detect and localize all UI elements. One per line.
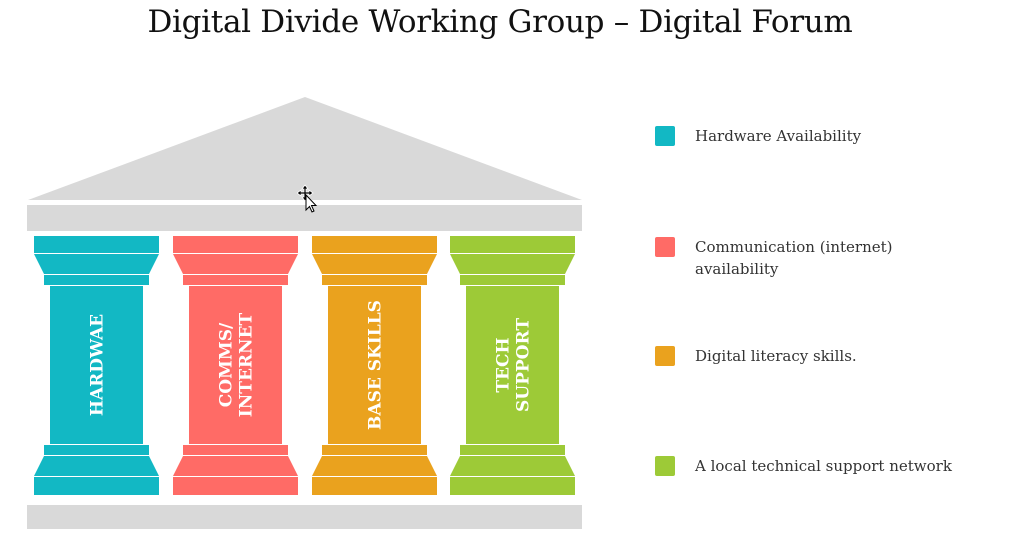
pillar-label: BASE SKILLS xyxy=(366,300,386,430)
pillar-label-line: SUPPORT xyxy=(514,318,534,412)
pillar-label: HARDWAE xyxy=(88,314,108,416)
temple-architrave xyxy=(27,205,582,231)
pillar-capital-top xyxy=(450,236,575,253)
pillar-capital-flare xyxy=(312,254,437,274)
pillar-shaft xyxy=(328,286,421,444)
pillar-neck-top xyxy=(460,275,565,285)
pillar-neck-bottom xyxy=(322,445,427,455)
legend-label: Communication (internet) availability xyxy=(695,238,893,278)
legend-label: A local technical support network xyxy=(695,457,952,475)
pillar-plinth xyxy=(450,477,575,495)
pillar-capital-flare xyxy=(34,254,159,274)
pillar-capital-flare xyxy=(173,254,298,274)
pillar-neck-top xyxy=(322,275,427,285)
pillar-capital-flare xyxy=(450,254,575,274)
pillars-group: HARDWAE COMMS/INTERNET BASE SKILLS TECHSUPP… xyxy=(34,236,575,495)
pillar-capital-top xyxy=(173,236,298,253)
pillar-neck-top xyxy=(183,275,288,285)
temple-base xyxy=(27,505,582,529)
pillar-label-line: TECH xyxy=(494,337,514,392)
legend-label: Digital literacy skills. xyxy=(695,347,857,365)
pillar-base-flare xyxy=(450,456,575,476)
pillar-label-line: BASE SKILLS xyxy=(366,300,386,430)
pillar-base-flare xyxy=(34,456,159,476)
pillar-tech-support: TECHSUPPORT xyxy=(450,236,575,495)
legend-item-support: A local technical support network xyxy=(655,455,965,477)
pillar-capital-top xyxy=(34,236,159,253)
legend-swatch xyxy=(655,126,675,146)
legend-item-hardware: Hardware Availability xyxy=(655,125,965,147)
pillar-base-flare xyxy=(173,456,298,476)
pillar-plinth xyxy=(312,477,437,495)
page-title: Digital Divide Working Group – Digital F… xyxy=(147,4,853,40)
pillar-neck-top xyxy=(44,275,149,285)
pillar-base-flare xyxy=(312,456,437,476)
pillar-label-line: COMMS/ xyxy=(217,322,237,407)
pillar-base-skills: BASE SKILLS xyxy=(312,236,437,495)
pillar-label-line: INTERNET xyxy=(237,312,257,417)
pillar-shaft xyxy=(50,286,143,444)
pillar-neck-bottom xyxy=(183,445,288,455)
legend-swatch xyxy=(655,346,675,366)
pillar-shaft xyxy=(189,286,282,444)
pillar-comms-internet: COMMS/INTERNET xyxy=(173,236,298,495)
legend-swatch xyxy=(655,456,675,476)
pillar-plinth xyxy=(173,477,298,495)
temple-roof xyxy=(28,97,582,200)
pillar-neck-bottom xyxy=(44,445,149,455)
pillar-label: TECHSUPPORT xyxy=(494,318,534,412)
legend-item-internet: Communication (internet) availability xyxy=(655,236,915,280)
move-cursor-icon xyxy=(297,184,318,213)
pillar-capital-top xyxy=(312,236,437,253)
pillar-label-line: HARDWAE xyxy=(88,314,108,416)
temple-diagram: HARDWAE COMMS/INTERNET BASE SKILLS TECHSUPP… xyxy=(27,97,582,529)
pillar-shaft xyxy=(466,286,559,444)
pillar-hardware: HARDWAE xyxy=(34,236,159,495)
pillar-plinth xyxy=(34,477,159,495)
pillar-neck-bottom xyxy=(460,445,565,455)
legend-swatch xyxy=(655,237,675,257)
legend-label: Hardware Availability xyxy=(695,127,862,145)
legend-item-skills: Digital literacy skills. xyxy=(655,345,965,367)
pillar-label: COMMS/INTERNET xyxy=(217,312,257,417)
